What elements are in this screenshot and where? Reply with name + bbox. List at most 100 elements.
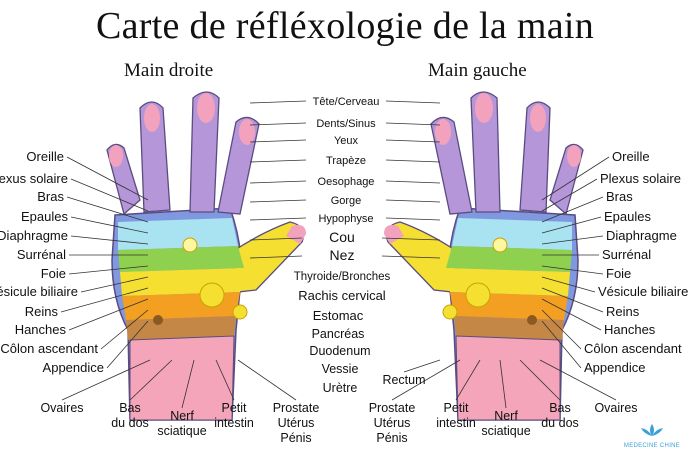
bottom-left-hand-label: intestin [436, 416, 476, 430]
leader-line [60, 287, 149, 313]
right-hand-label: Hanches [15, 322, 67, 337]
leader-line [541, 320, 582, 369]
leader-line [541, 196, 604, 223]
center-label: Thyroide/Bronches [294, 271, 391, 283]
left-hand-label: Surrénal [602, 247, 651, 262]
bottom-right-hand-label: Petit [221, 401, 247, 415]
bottom-right-hand-label: Ovaires [40, 401, 83, 415]
left-hand-caption: Main gauche [428, 60, 527, 81]
leader-line [381, 237, 441, 241]
leader-line [249, 180, 307, 184]
bottom-left-hand-label: du dos [541, 416, 579, 430]
right-hand-label: Bras [37, 189, 64, 204]
leader-line [68, 298, 149, 331]
leader-line [249, 139, 307, 143]
leader-line [385, 100, 441, 104]
logo-text: MEDECINE CHINE [623, 443, 681, 449]
right-hand-label: Oreille [26, 149, 64, 164]
bottom-right-hand-label: sciatique [157, 424, 206, 438]
left-hand-label: Hanches [604, 322, 656, 337]
leader-line [249, 159, 307, 163]
bottom-right-hand-label: Pénis [280, 431, 311, 445]
bottom-left-hand-label: Prostate [369, 401, 416, 415]
leader-line [61, 359, 151, 401]
center-label: Urètre [323, 381, 358, 395]
bottom-right-hand-label: intestin [214, 416, 254, 430]
leader-line [385, 199, 441, 203]
center-label: Nez [330, 247, 355, 263]
center-label: Oesophage [318, 176, 375, 188]
bottom-left-hand-label: sciatique [481, 424, 530, 438]
left-hand-label: Côlon ascendant [584, 341, 682, 356]
center-label: Gorge [331, 195, 362, 207]
right-hand-label: Epaules [21, 209, 68, 224]
bottom-left-hand-label: Ovaires [594, 401, 637, 415]
leader-line [499, 359, 507, 409]
right-hand-label: Diaphragme [0, 228, 68, 243]
leader-line [381, 255, 441, 259]
leader-line [215, 359, 235, 401]
center-label: Pancréas [312, 327, 365, 341]
leader-line [100, 309, 149, 350]
leader-line [249, 255, 303, 259]
center-label: Cou [329, 229, 355, 245]
bottom-right-hand-label: Nerf [170, 409, 194, 423]
leader-line [541, 235, 604, 245]
bottom-right-hand-label: Prostate [273, 401, 320, 415]
leader-line [519, 359, 561, 401]
center-label: Rachis cervical [298, 288, 386, 303]
leader-line [249, 199, 307, 203]
bottom-left-hand-label: Utérus [374, 416, 411, 430]
leader-line [237, 359, 297, 401]
leader-line [539, 359, 617, 401]
center-label: Hypophyse [318, 213, 373, 225]
left-hand-label: Plexus solaire [600, 171, 681, 186]
leader-line [541, 309, 582, 350]
right-hand-label: Surrénal [17, 247, 66, 262]
leader-line [541, 276, 596, 293]
left-hand-label: Foie [606, 266, 631, 281]
bottom-left-hand-label: Nerf [494, 409, 518, 423]
bottom-left-hand-label: Bas [549, 401, 571, 415]
leader-line [106, 320, 149, 369]
leader-line [391, 359, 461, 401]
leader-line [455, 359, 481, 401]
leader-line [249, 237, 303, 241]
right-hand-label: Côlon ascendant [0, 341, 98, 356]
leader-line [249, 217, 307, 221]
leader-line [541, 287, 604, 313]
chart-title: Carte de réfléxologie de la main [95, 5, 595, 47]
right-hand-caption: Main droite [124, 60, 214, 81]
center-label: Vessie [322, 362, 359, 376]
leader-line [249, 100, 307, 104]
right-hand-label: Vésicule biliaire [0, 284, 78, 299]
left-hand-label: Reins [606, 304, 640, 319]
leader-line [70, 216, 149, 234]
leader-line [541, 178, 598, 212]
leader-line [385, 122, 441, 126]
bottom-left-hand-label: Pénis [376, 431, 407, 445]
leader-line [66, 196, 149, 223]
right-hand-label: Reins [25, 304, 59, 319]
bottom-right-hand-label: Bas [119, 401, 141, 415]
center-label: Duodenum [309, 344, 370, 358]
bottom-right-hand-label: Utérus [278, 416, 315, 430]
left-hand-label: Appendice [584, 360, 645, 375]
leader-line [541, 156, 610, 201]
lotus-icon [641, 424, 663, 436]
left-hand-label: Diaphragme [606, 228, 677, 243]
leader-line [181, 359, 195, 409]
leader-line [80, 276, 149, 293]
leader-line [129, 359, 173, 401]
center-label: Tête/Cerveau [313, 96, 380, 108]
leader-line [385, 159, 441, 163]
left-hand-label: Epaules [604, 209, 651, 224]
leader-line [68, 265, 149, 275]
left-hand-label: Bras [606, 189, 633, 204]
leader-line [385, 180, 441, 184]
center-label: Dents/Sinus [316, 118, 376, 130]
bottom-left-hand-label: Rectum [382, 373, 425, 387]
center-label: Yeux [334, 135, 359, 147]
